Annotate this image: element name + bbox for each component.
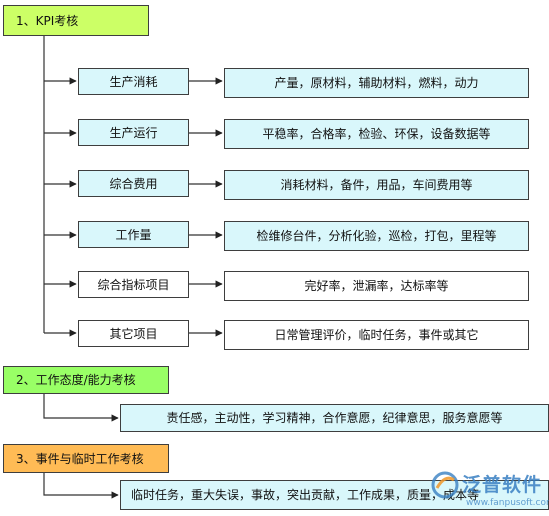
- detail-text: 完好率，泄漏率，达标率等: [304, 279, 449, 293]
- detail-box-3: 消耗材料，备件，用品，车间费用等: [224, 170, 529, 200]
- section3-detail-box: 临时任务，重大失误，事故，突出贡献，工作成果，质量，成本等: [120, 480, 549, 510]
- section1-header: 1、KPI考核: [3, 5, 149, 36]
- category-label: 工作量: [115, 227, 152, 242]
- category-label: 综合费用: [109, 176, 158, 191]
- category-box-1: 生产消耗: [78, 68, 189, 95]
- detail-text: 临时任务，重大失误，事故，突出贡献，工作成果，质量，成本等: [131, 488, 480, 502]
- category-box-6: 其它项目: [78, 320, 189, 347]
- category-box-5: 综合指标项目: [78, 271, 189, 298]
- section2-detail-box: 责任感，主动性，学习精神，合作意愿，纪律意思，服务意愿等: [120, 404, 549, 432]
- section2-connector: [43, 394, 119, 422]
- category-box-4: 工作量: [78, 221, 189, 248]
- category-label: 生产运行: [109, 125, 158, 140]
- category-box-3: 综合费用: [78, 170, 189, 197]
- section2-title: 2、工作态度/能力考核: [16, 373, 136, 387]
- detail-text: 产量，原材料，辅助材料，燃料，动力: [274, 76, 479, 90]
- section3-connector: [43, 473, 119, 499]
- category-label: 综合指标项目: [97, 277, 170, 292]
- section3-header: 3、事件与临时工作考核: [3, 444, 169, 473]
- detail-text: 责任感，主动性，学习精神，合作意愿，纪律意思，服务意愿等: [166, 411, 503, 425]
- section2-header: 2、工作态度/能力考核: [3, 366, 169, 394]
- category-box-2: 生产运行: [78, 119, 189, 146]
- detail-box-1: 产量，原材料，辅助材料，燃料，动力: [224, 68, 529, 98]
- detail-box-5: 完好率，泄漏率，达标率等: [224, 271, 529, 301]
- detail-text: 消耗材料，备件，用品，车间费用等: [280, 178, 473, 192]
- detail-box-2: 平稳率，合格率，检验、环保，设备数据等: [224, 119, 529, 149]
- category-label: 生产消耗: [109, 74, 158, 89]
- detail-text: 平稳率，合格率，检验、环保，设备数据等: [262, 127, 491, 141]
- section3-title: 3、事件与临时工作考核: [16, 451, 144, 466]
- detail-text: 检维修台件，分析化验，巡检，打包，里程等: [256, 229, 497, 243]
- detail-box-6: 日常管理评价，临时任务，事件或其它: [224, 320, 529, 350]
- detail-box-4: 检维修台件，分析化验，巡检，打包，里程等: [224, 221, 529, 251]
- detail-text: 日常管理评价，临时任务，事件或其它: [274, 328, 479, 342]
- section1-title: 1、KPI考核: [16, 13, 79, 28]
- category-label: 其它项目: [109, 326, 158, 341]
